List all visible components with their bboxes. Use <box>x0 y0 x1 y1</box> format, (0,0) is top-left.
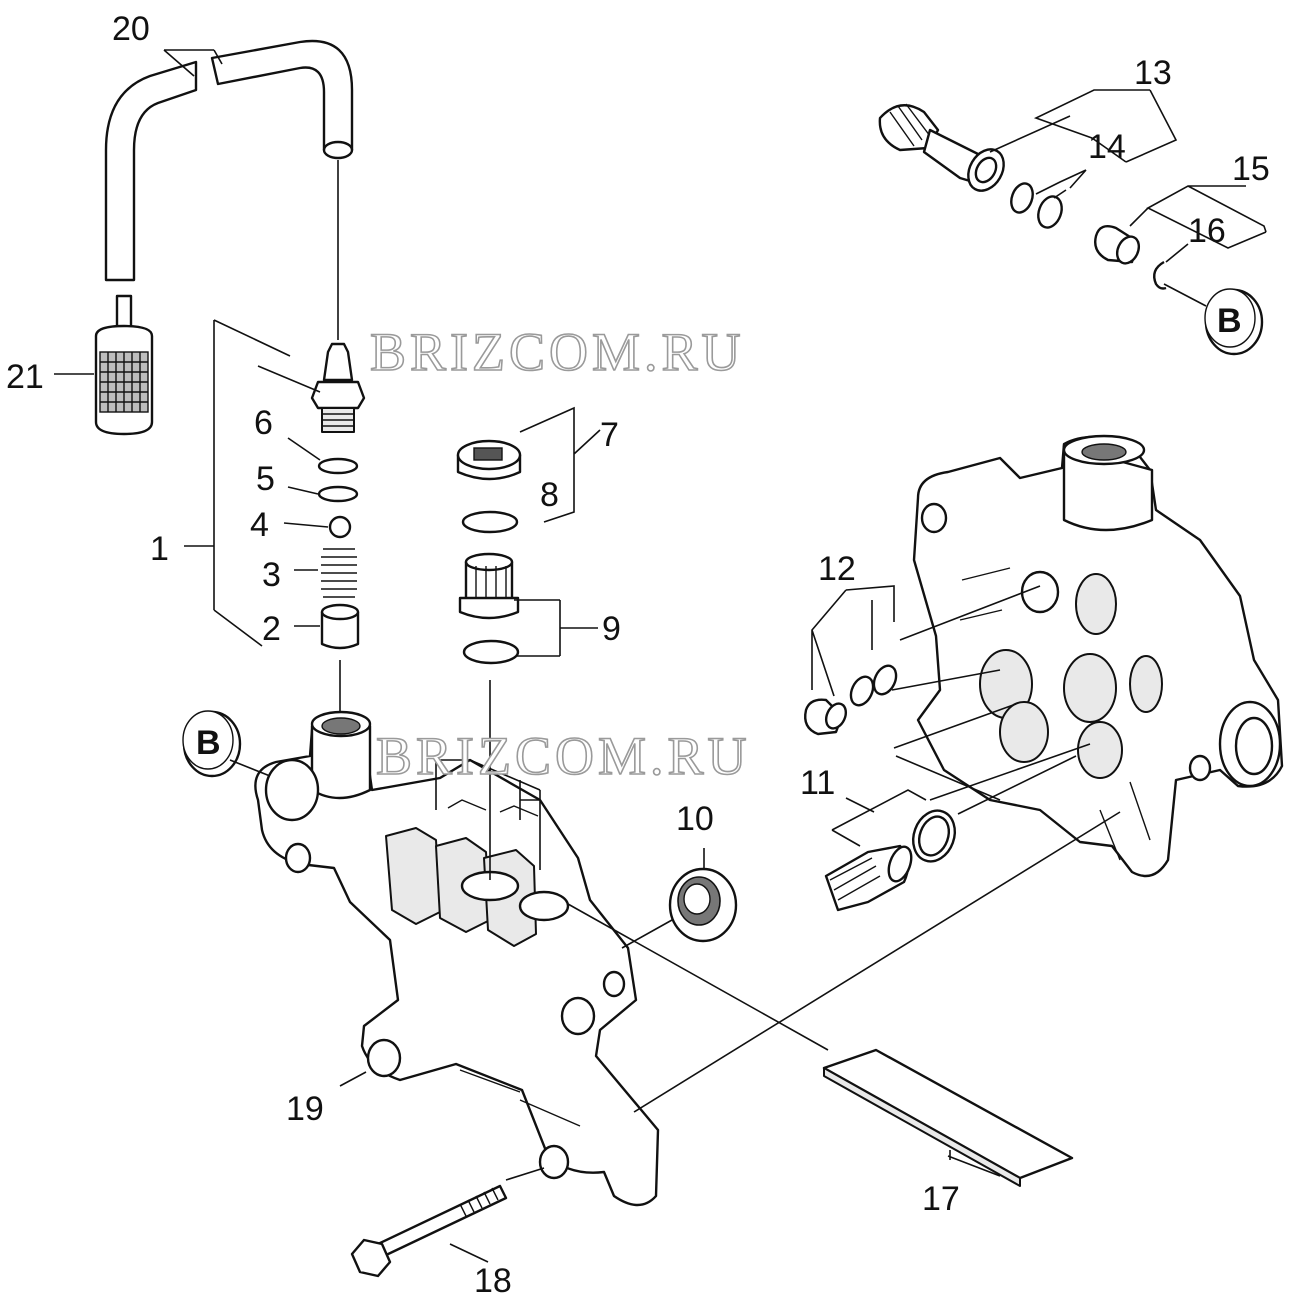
callout-3: 3 <box>262 556 281 594</box>
badge-letter-left: B <box>196 724 221 762</box>
watermark-middle: BRIZCOM.RU <box>376 726 751 786</box>
callout-4: 4 <box>250 506 269 544</box>
callout-17: 17 <box>922 1180 960 1218</box>
callout-9: 9 <box>602 610 621 648</box>
callout-19: 19 <box>286 1090 324 1128</box>
callout-14: 14 <box>1088 128 1126 166</box>
bolt-part-18 <box>350 1184 508 1278</box>
callout-20: 20 <box>112 10 150 48</box>
callout-8: 8 <box>540 476 559 514</box>
callout-13: 13 <box>1134 54 1172 92</box>
callout-7: 7 <box>600 416 619 454</box>
watermark-top: BRIZCOM.RU <box>370 322 745 382</box>
callout-1: 1 <box>150 530 169 568</box>
callout-18: 18 <box>474 1262 512 1300</box>
callout-5: 5 <box>256 460 275 498</box>
badge-letter-top: B <box>1217 302 1242 340</box>
callout-10: 10 <box>676 800 714 838</box>
pump-head-part-19 <box>254 710 660 1207</box>
valve-assembly-part-1 <box>310 342 366 650</box>
hose-part-20 <box>104 39 354 282</box>
filter-part-21 <box>94 294 154 436</box>
plug-part-15 <box>1094 225 1167 290</box>
check-valve-part-11 <box>824 809 956 912</box>
gasket-strip-part-17 <box>822 1048 1074 1187</box>
callout-21: 21 <box>6 358 44 396</box>
callout-15: 15 <box>1232 150 1270 188</box>
seal-part-10 <box>668 867 738 943</box>
reference-badge-left: B <box>182 710 242 778</box>
plug-part-7 <box>456 439 522 534</box>
plug-part-12 <box>804 664 898 736</box>
callout-11: 11 <box>800 764 835 802</box>
pump-housing <box>912 434 1284 878</box>
callout-2: 2 <box>262 610 281 648</box>
valve-stem-part-13 <box>878 103 1063 229</box>
callout-12: 12 <box>818 550 856 588</box>
leader-lines <box>54 49 1267 1263</box>
check-valve-part-9 <box>458 552 520 665</box>
callout-16: 16 <box>1188 212 1226 250</box>
callout-6: 6 <box>254 404 273 442</box>
reference-badge-top: B <box>1204 288 1264 356</box>
